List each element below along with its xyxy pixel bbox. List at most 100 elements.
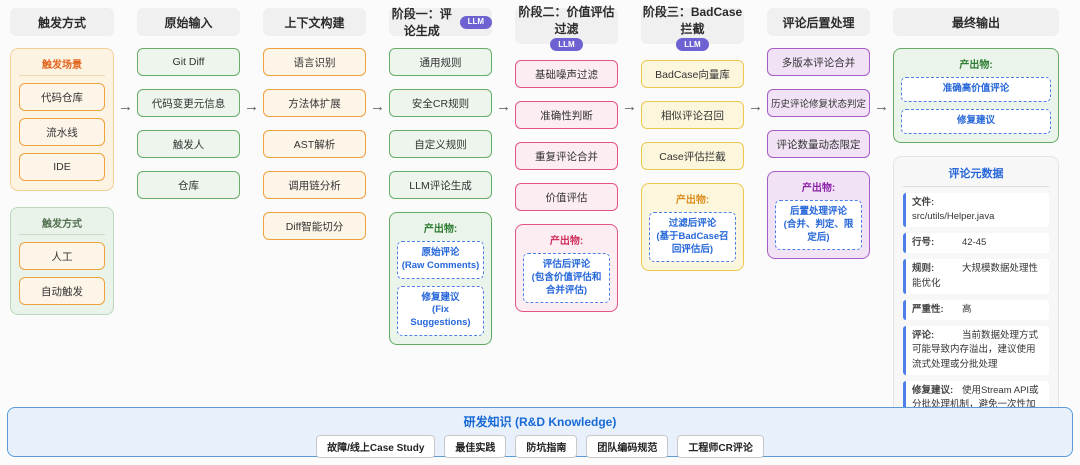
metadata-label: 行号: bbox=[912, 237, 935, 249]
output-line: 修复建议 bbox=[956, 114, 995, 126]
chip-engineer-cr-button[interactable]: 工程师CR评论 bbox=[677, 435, 764, 458]
flow-arrow: → bbox=[240, 8, 263, 115]
column-header-raw-input: 原始输入 bbox=[137, 8, 240, 36]
output-line: 原始评论 bbox=[421, 247, 460, 258]
column-trigger-method: 触发方式 触发场景 代码仓库 流水线 IDE 触发方式 人工 自动触发 bbox=[10, 8, 114, 315]
metadata-row-rule: 规则:大规模数据处理性能优化 bbox=[903, 259, 1049, 294]
column-header-label: 阶段三：BadCase拦截 bbox=[642, 5, 743, 36]
column-stage1-comment-gen: 阶段一：评论生成 LLM 通用规则 安全CR规则 自定义规则 LLM评论生成 产… bbox=[389, 7, 492, 346]
output-filtered-comments: 过滤后评论 (基于BadCase召回评估后) bbox=[649, 212, 736, 263]
rd-knowledge-banner: 研发知识 (R&D Knowledge) 故障/线上Case Study 最佳实… bbox=[7, 407, 1073, 458]
final-output-group: 产出物: 准确高价值评论 修复建议 bbox=[893, 48, 1059, 143]
output-line: (Fix Suggestions) bbox=[410, 304, 471, 329]
banner-chips: 故障/线上Case Study 最佳实践 防坑指南 团队编码规范 工程师CR评论 bbox=[8, 435, 1072, 458]
output-title: 产出物: bbox=[423, 224, 458, 235]
output-title: 产出物: bbox=[549, 236, 584, 247]
column-header-post-process: 评论后置处理 bbox=[767, 8, 870, 36]
llm-badge: LLM bbox=[550, 38, 583, 51]
column-header-label: 阶段一：评论生成 bbox=[391, 7, 452, 38]
column-header-stage1: 阶段一：评论生成 LLM bbox=[389, 7, 492, 38]
trigger-scene-group: 触发场景 代码仓库 流水线 IDE bbox=[10, 48, 114, 191]
output-fix-suggestions: 修复建议 bbox=[901, 108, 1051, 134]
arrow-icon: → bbox=[748, 98, 763, 115]
node-language-detect: 语言识别 bbox=[263, 48, 366, 76]
column-header-label: 阶段二：价值评估过滤 bbox=[518, 5, 615, 36]
metadata-row-comment: 评论:当前数据处理方式可能导致内存溢出，建议使用流式处理或分批处理 bbox=[903, 326, 1049, 375]
output-postprocessed-comments: 后置处理评论 (合并、判定、限定后) bbox=[775, 200, 862, 251]
column-header-final-output: 最终输出 bbox=[893, 8, 1059, 36]
group-title-trigger-scene: 触发场景 bbox=[19, 56, 105, 76]
node-ide: IDE bbox=[19, 153, 105, 181]
metadata-row-file: 文件: src/utils/Helper.java bbox=[903, 192, 1049, 228]
output-title: 产出物: bbox=[801, 183, 836, 194]
output-fix-suggestions: 修复建议 (Fix Suggestions) bbox=[397, 285, 484, 337]
stage2-output-group: 产出物: 评估后评论 (包含价值评估和合并评估) bbox=[515, 224, 618, 313]
node-history-fix-status: 历史评论修复状态判定 bbox=[767, 89, 870, 117]
output-line: (Raw Comments) bbox=[401, 259, 480, 271]
banner-title: 研发知识 (R&D Knowledge) bbox=[463, 415, 617, 429]
flow-arrow: → bbox=[870, 8, 893, 115]
node-ast-parse: AST解析 bbox=[263, 130, 366, 158]
column-stage3-badcase: 阶段三：BadCase拦截 LLM BadCase向量库 相似评论召回 Case… bbox=[641, 5, 744, 272]
node-dup-merge: 重复评论合并 bbox=[515, 142, 618, 170]
column-final-output: 最终输出 产出物: 准确高价值评论 修复建议 评论元数据 文件: src/util… bbox=[893, 8, 1059, 440]
output-title: 产出物: bbox=[959, 60, 993, 71]
node-repository: 仓库 bbox=[137, 171, 240, 199]
flow-arrow: → bbox=[744, 8, 767, 115]
metadata-value: 42-45 bbox=[962, 237, 987, 249]
node-code-repo: 代码仓库 bbox=[19, 83, 105, 111]
stage3-output-group: 产出物: 过滤后评论 (基于BadCase召回评估后) bbox=[641, 183, 744, 272]
arrow-icon: → bbox=[118, 98, 133, 115]
metadata-label: 规则: bbox=[912, 263, 935, 275]
chip-best-practice-button[interactable]: 最佳实践 bbox=[444, 435, 507, 458]
node-callchain-analysis: 调用链分析 bbox=[263, 171, 366, 199]
metadata-value: 当前数据处理方式可能导致内存溢出，建议使用流式处理或分批处理 bbox=[912, 330, 1039, 370]
output-line: 后置处理评论 bbox=[789, 206, 847, 217]
node-change-meta: 代码变更元信息 bbox=[137, 89, 240, 117]
node-custom-rules: 自定义规则 bbox=[389, 130, 492, 158]
group-title-trigger-mode: 触发方式 bbox=[19, 215, 105, 235]
pipeline-flow: 触发方式 触发场景 代码仓库 流水线 IDE 触发方式 人工 自动触发 → 原始… bbox=[10, 5, 1059, 440]
column-post-process: 评论后置处理 多版本评论合并 历史评论修复状态判定 评论数量动态限定 产出物: … bbox=[767, 8, 870, 260]
chip-case-study-button[interactable]: 故障/线上Case Study bbox=[316, 435, 436, 458]
column-header-trigger-method: 触发方式 bbox=[10, 8, 114, 36]
output-line: (合并、判定、限定后) bbox=[783, 218, 854, 243]
arrow-icon: → bbox=[496, 98, 511, 115]
node-pipeline: 流水线 bbox=[19, 118, 105, 146]
output-title: 产出物: bbox=[675, 195, 710, 206]
node-comment-limit: 评论数量动态限定 bbox=[767, 130, 870, 158]
node-auto-trigger: 自动触发 bbox=[19, 277, 105, 305]
metadata-value: src/utils/Helper.java bbox=[912, 210, 995, 222]
metadata-label: 评论: bbox=[912, 330, 935, 342]
chip-pitfall-guide-button[interactable]: 防坑指南 bbox=[515, 435, 578, 458]
output-line: 准确高价值评论 bbox=[942, 83, 1010, 94]
trigger-mode-group: 触发方式 人工 自动触发 bbox=[10, 207, 114, 315]
arrow-icon: → bbox=[244, 98, 259, 115]
column-stage2-value-filter: 阶段二：价值评估过滤 LLM 基础噪声过滤 准确性判断 重复评论合并 价值评估 … bbox=[515, 5, 618, 313]
node-llm-comment-gen: LLM评论生成 bbox=[389, 171, 492, 199]
node-security-cr-rules: 安全CR规则 bbox=[389, 89, 492, 117]
column-context-build: 上下文构建 语言识别 方法体扩展 AST解析 调用链分析 Diff智能切分 bbox=[263, 8, 366, 253]
column-header-stage2: 阶段二：价值评估过滤 LLM bbox=[515, 5, 618, 51]
stage1-output-group: 产出物: 原始评论 (Raw Comments) 修复建议 (Fix Sugge… bbox=[389, 212, 492, 346]
node-case-intercept: Case评估拦截 bbox=[641, 142, 744, 170]
metadata-title: 评论元数据 bbox=[903, 165, 1049, 187]
node-accuracy-judge: 准确性判断 bbox=[515, 101, 618, 129]
postprocess-output-group: 产出物: 后置处理评论 (合并、判定、限定后) bbox=[767, 171, 870, 260]
metadata-label: 文件: bbox=[912, 196, 935, 208]
node-similar-recall: 相似评论召回 bbox=[641, 101, 744, 129]
node-method-expand: 方法体扩展 bbox=[263, 89, 366, 117]
column-header-stage3: 阶段三：BadCase拦截 LLM bbox=[641, 5, 744, 51]
flow-arrow: → bbox=[492, 8, 515, 115]
llm-badge: LLM bbox=[459, 15, 492, 29]
metadata-label: 修复建议: bbox=[912, 384, 954, 396]
output-raw-comments: 原始评论 (Raw Comments) bbox=[397, 241, 484, 279]
node-noise-filter: 基础噪声过滤 bbox=[515, 60, 618, 88]
metadata-row-severity: 严重性:高 bbox=[903, 299, 1049, 321]
node-multiversion-merge: 多版本评论合并 bbox=[767, 48, 870, 76]
metadata-value: 大规模数据处理性能优化 bbox=[912, 263, 1039, 289]
arrow-icon: → bbox=[370, 98, 385, 115]
chip-coding-standard-button[interactable]: 团队编码规范 bbox=[586, 435, 669, 458]
flow-arrow: → bbox=[114, 8, 137, 115]
